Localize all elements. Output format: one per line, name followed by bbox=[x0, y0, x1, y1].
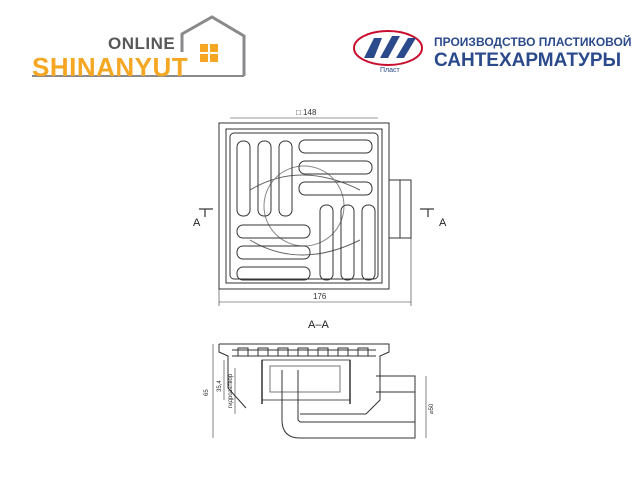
water-seal-label: гидрозатвор bbox=[228, 373, 234, 408]
section-title: A–A bbox=[308, 319, 329, 331]
drain-section-view bbox=[212, 343, 427, 439]
logo-manufacturer[interactable]: Пласт ПРОИЗВОДСТВО ПЛАСТИКОВОЙ САНТЕХАРМ… bbox=[352, 28, 632, 78]
manufacturer-line1: ПРОИЗВОДСТВО ПЛАСТИКОВОЙ bbox=[434, 35, 632, 49]
height-dimension-label: 65 bbox=[204, 389, 210, 396]
manufacturer-emblem-icon: Пласт bbox=[353, 30, 423, 74]
logo-shinanyut-text: SHINANYUT bbox=[32, 52, 189, 82]
house-logo-icon bbox=[32, 15, 246, 77]
emblem-text: Пласт bbox=[380, 67, 401, 74]
drain-top-view bbox=[199, 117, 434, 306]
square-dimension-label: □ 148 bbox=[296, 108, 317, 117]
logo-online-text: ONLINE bbox=[108, 34, 176, 53]
inner-dimension-label: 35,4 bbox=[217, 380, 223, 392]
manufacturer-line2: САНТЕХАРМАТУРЫ bbox=[434, 50, 622, 71]
section-mark-left: A bbox=[193, 217, 201, 229]
diameter-dimension-label: ⌀50 bbox=[429, 403, 435, 414]
width-dimension-label: 176 bbox=[313, 292, 327, 301]
section-mark-right: A bbox=[439, 217, 447, 229]
logo-shinanyut[interactable]: ONLINE SHINANYUT bbox=[32, 14, 262, 84]
